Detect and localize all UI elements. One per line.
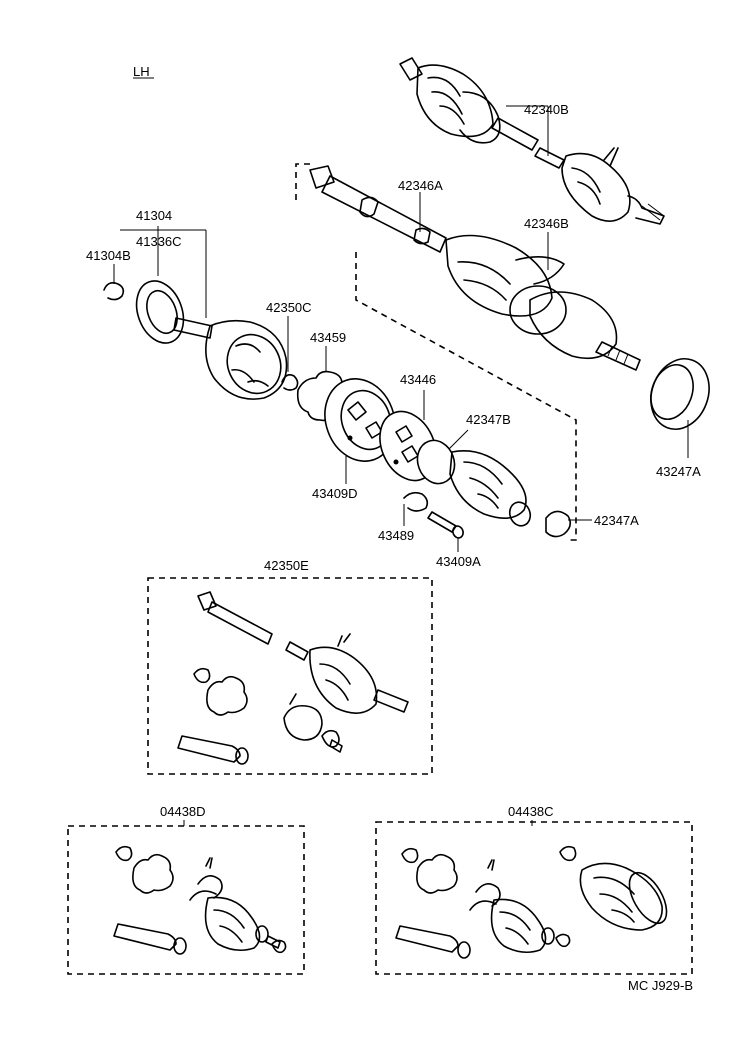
footer-code: MC J929-B (628, 978, 693, 993)
bearing-41336C (135, 280, 185, 344)
group-outline-right (355, 252, 577, 541)
kit-04438D-contents (113, 845, 287, 955)
snap-ring-41304B (103, 282, 125, 301)
callout-41336C: 41336C (136, 234, 182, 249)
dust-deflector-ring (650, 358, 710, 430)
callout-42346A: 42346A (398, 178, 443, 193)
tripod-housing-43409D (324, 378, 396, 462)
callout-43247A: 43247A (656, 464, 701, 479)
callout-43409A: 43409A (436, 554, 481, 569)
kit-box-42350E (147, 577, 433, 775)
snap-ring-42350C (281, 374, 299, 391)
callout-41304: 41304 (136, 208, 172, 223)
callout-43409D: 43409D (312, 486, 358, 501)
callout-42350C: 42350C (266, 300, 312, 315)
kit-box-04438D (67, 825, 305, 975)
callout-42347A: 42347A (594, 513, 639, 528)
callout-42350E: 42350E (264, 558, 309, 573)
callout-42340B: 42340B (524, 102, 569, 117)
callout-42347B: 42347B (466, 412, 511, 427)
inboard-joint-housing (173, 317, 288, 400)
callout-41304B: 41304B (86, 248, 131, 263)
side-label: LH (133, 64, 150, 79)
callout-04438C: 04438C (508, 804, 554, 819)
group-outline-left (295, 163, 312, 200)
callout-04438D: 04438D (160, 804, 206, 819)
leader-41304 (120, 226, 207, 318)
bolt-43409A (427, 511, 457, 533)
kit-42350E-contents (177, 591, 409, 765)
kit-04438C-contents (395, 845, 668, 959)
boot-42347B (416, 439, 532, 527)
drive-shaft-assembly-top (399, 57, 665, 225)
drive-shaft-middle (309, 165, 641, 371)
callout-43489: 43489 (378, 528, 414, 543)
callout-42346B: 42346B (524, 216, 569, 231)
kit-box-04438C (375, 821, 693, 975)
callout-43446: 43446 (400, 372, 436, 387)
callout-43459: 43459 (310, 330, 346, 345)
snap-ring-43489 (403, 491, 429, 512)
clamp-42347A (545, 510, 572, 538)
